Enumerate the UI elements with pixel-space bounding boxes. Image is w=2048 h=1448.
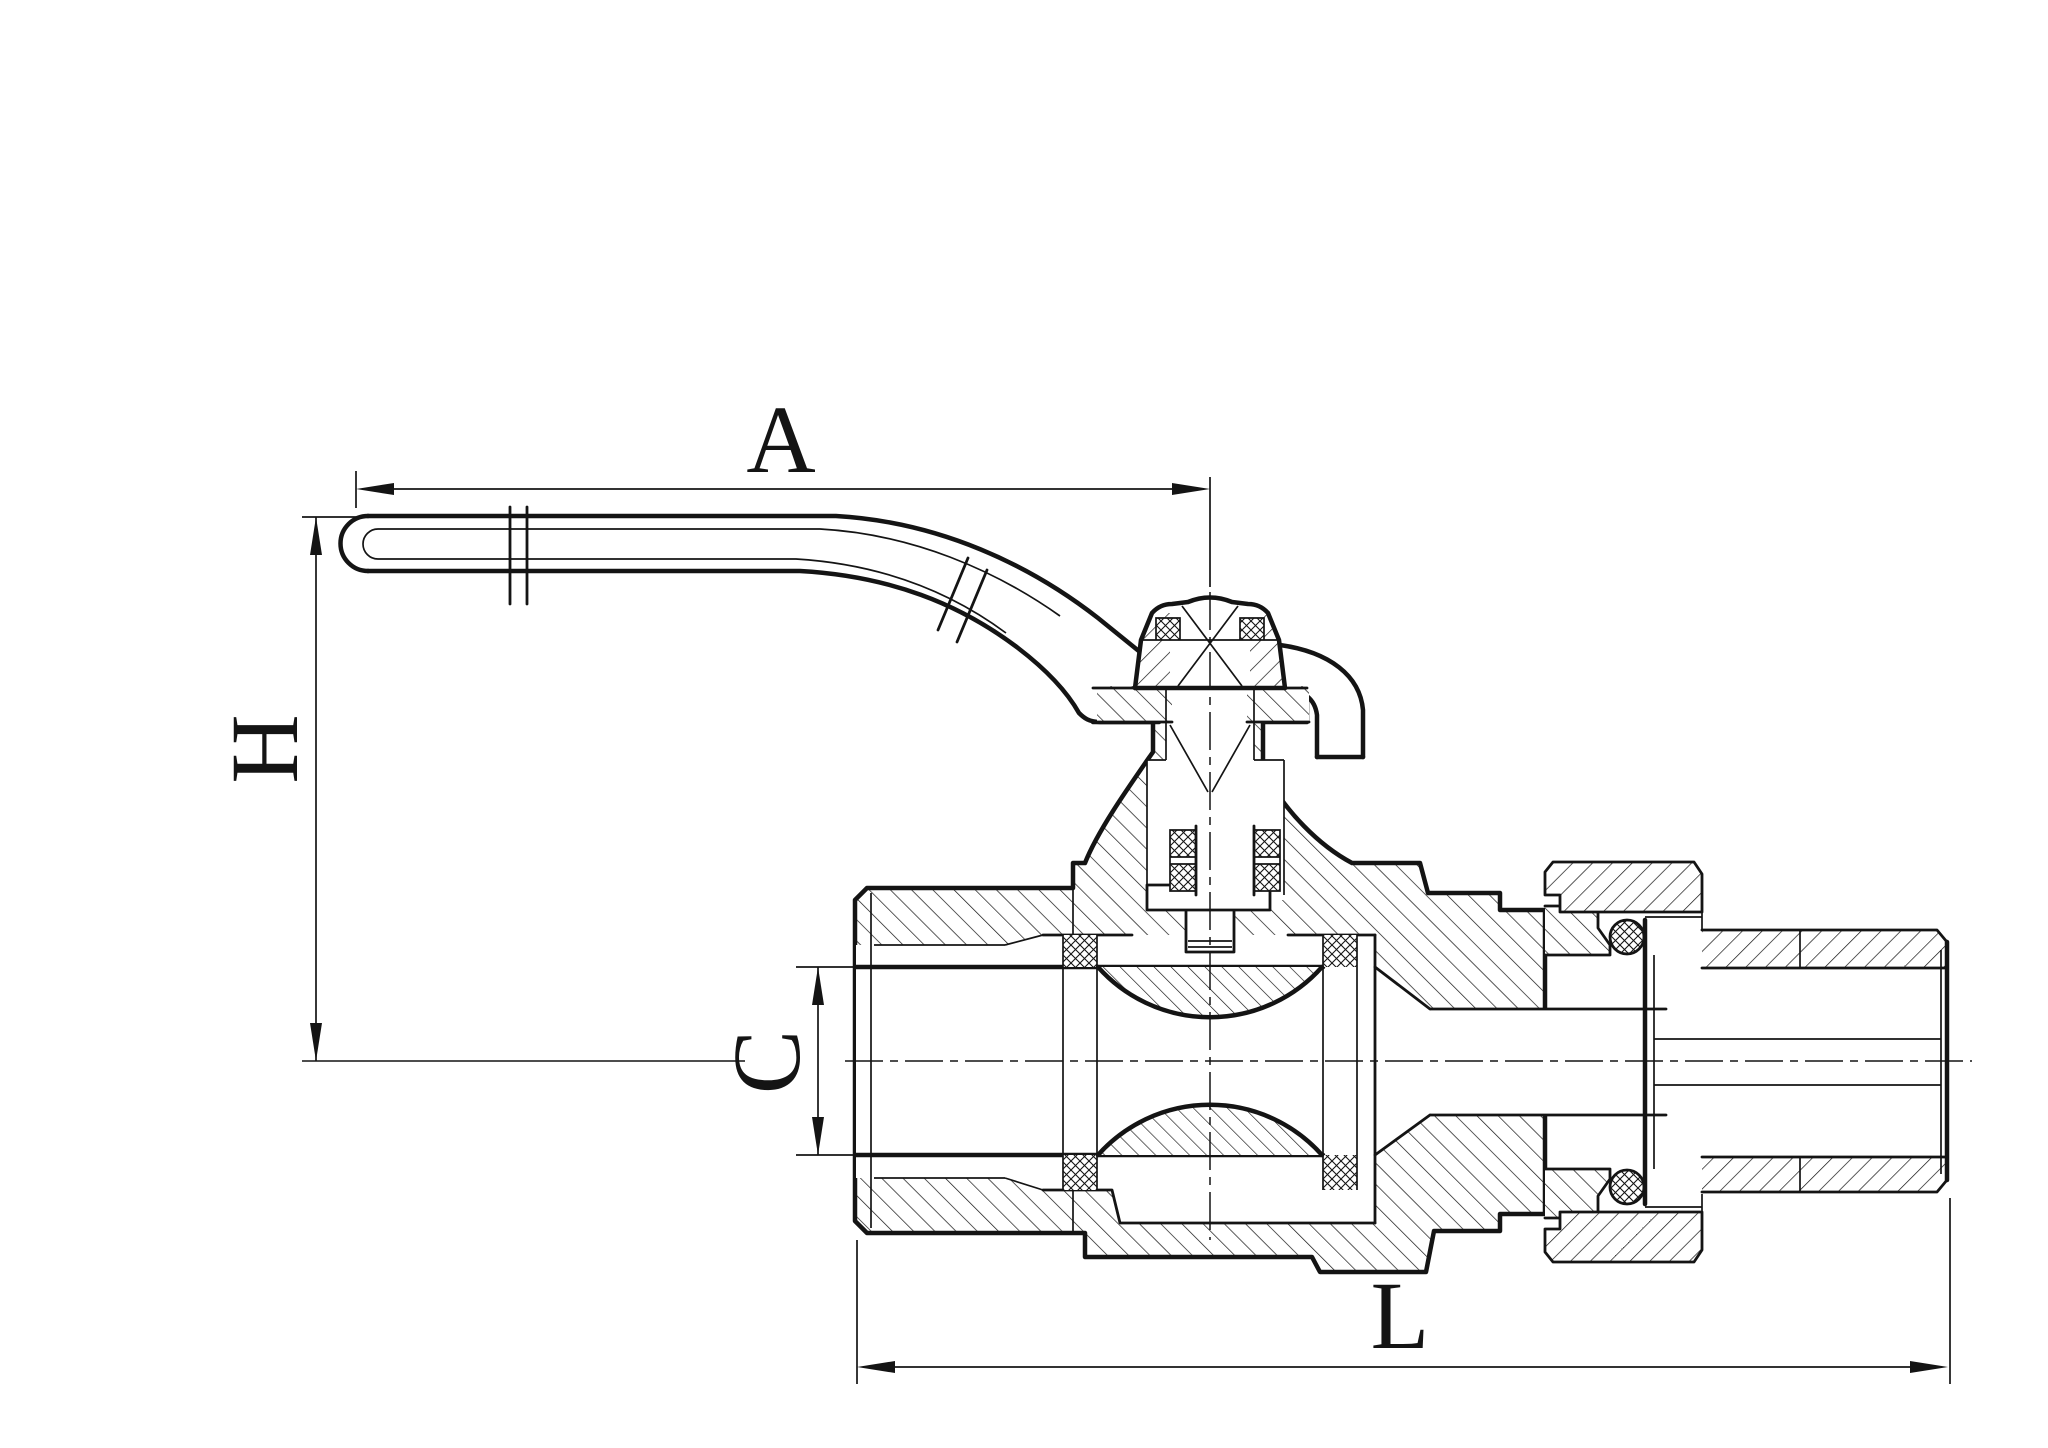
gland-seal-left: [1156, 618, 1180, 640]
ball: [1095, 883, 1325, 1158]
grip-sleeve-ticks: [508, 505, 529, 606]
dim-c-arrow-bottom: [812, 1117, 824, 1155]
o-ring-bottom: [1610, 1170, 1644, 1204]
stem-shaft-edges: [1194, 824, 1256, 897]
shoulder-left: [1097, 686, 1172, 722]
male-end: [1642, 916, 1950, 1208]
dimension-h: H: [211, 516, 364, 1061]
male-end-detail-lines: [1645, 916, 1941, 1208]
handle-inner-bottom: [378, 558, 1007, 634]
dimension-h-label: H: [211, 714, 318, 783]
tail-bore-lines: [1373, 965, 1668, 1157]
dim-h-arrow-bottom: [310, 1023, 322, 1061]
dimension-c-label: C: [713, 1030, 820, 1094]
seat-rings: [1062, 935, 1358, 1190]
dimension-a: A: [355, 386, 1211, 587]
seat-edges: [1062, 935, 1358, 1190]
stem-shaft: [1196, 826, 1254, 895]
dim-a-arrow-right: [1172, 483, 1210, 495]
handle-top-edge: [365, 513, 1143, 655]
centerlines: [302, 592, 1972, 1240]
union-nut-top: [1545, 862, 1702, 912]
male-end-top-band: [1702, 930, 1947, 968]
stem-assembly: [1146, 688, 1285, 897]
dimension-l-label: L: [1371, 1262, 1430, 1369]
handle-bottom-edge: [365, 568, 1162, 725]
thread-runout-top: [1004, 934, 1044, 946]
o-ring-top: [1610, 920, 1644, 954]
dimension-a-label: A: [746, 386, 815, 493]
dimension-l: L: [856, 1198, 1951, 1384]
dim-h-arrow-top: [310, 517, 322, 555]
hook-outer-edge: [1277, 642, 1366, 760]
stem-cross-lines: [1177, 605, 1243, 687]
dim-l-arrow-left: [857, 1361, 895, 1373]
gland-seal-right: [1240, 618, 1264, 640]
dim-c-arrow-top: [812, 967, 824, 1005]
union: [1373, 860, 1704, 1264]
shoulder-right: [1247, 686, 1309, 722]
handle-inner-top: [378, 528, 1061, 617]
grip-sleeve-end-ticks: [936, 556, 989, 644]
stem-bore-walls: [1146, 688, 1285, 895]
male-end-bottom-band: [1702, 1157, 1947, 1192]
handle-tip-arc: [338, 513, 371, 574]
union-nut-bottom: [1545, 1212, 1702, 1262]
seat-left-bottom: [1063, 1155, 1097, 1190]
handle-inner-tip: [362, 528, 379, 560]
union-nut-inner-lines: [1570, 874, 1703, 1250]
seat-right-bottom: [1323, 1155, 1357, 1190]
tail-lip-top: [1545, 906, 1610, 955]
stem-packing-rings: [1169, 829, 1281, 892]
handle: [338, 505, 1162, 725]
thread-runout-bottom: [1004, 1177, 1044, 1191]
seat-right-top: [1323, 935, 1357, 967]
countersink-lines: [1169, 724, 1251, 793]
hook-fill: [1280, 645, 1363, 757]
dim-l-arrow-right: [1910, 1361, 1948, 1373]
dim-a-arrow-left: [356, 483, 394, 495]
dimension-c: C: [713, 966, 874, 1156]
tail-lip-bottom: [1545, 1169, 1610, 1218]
seat-left-top: [1063, 935, 1097, 967]
handle-fill: [340, 516, 1157, 722]
